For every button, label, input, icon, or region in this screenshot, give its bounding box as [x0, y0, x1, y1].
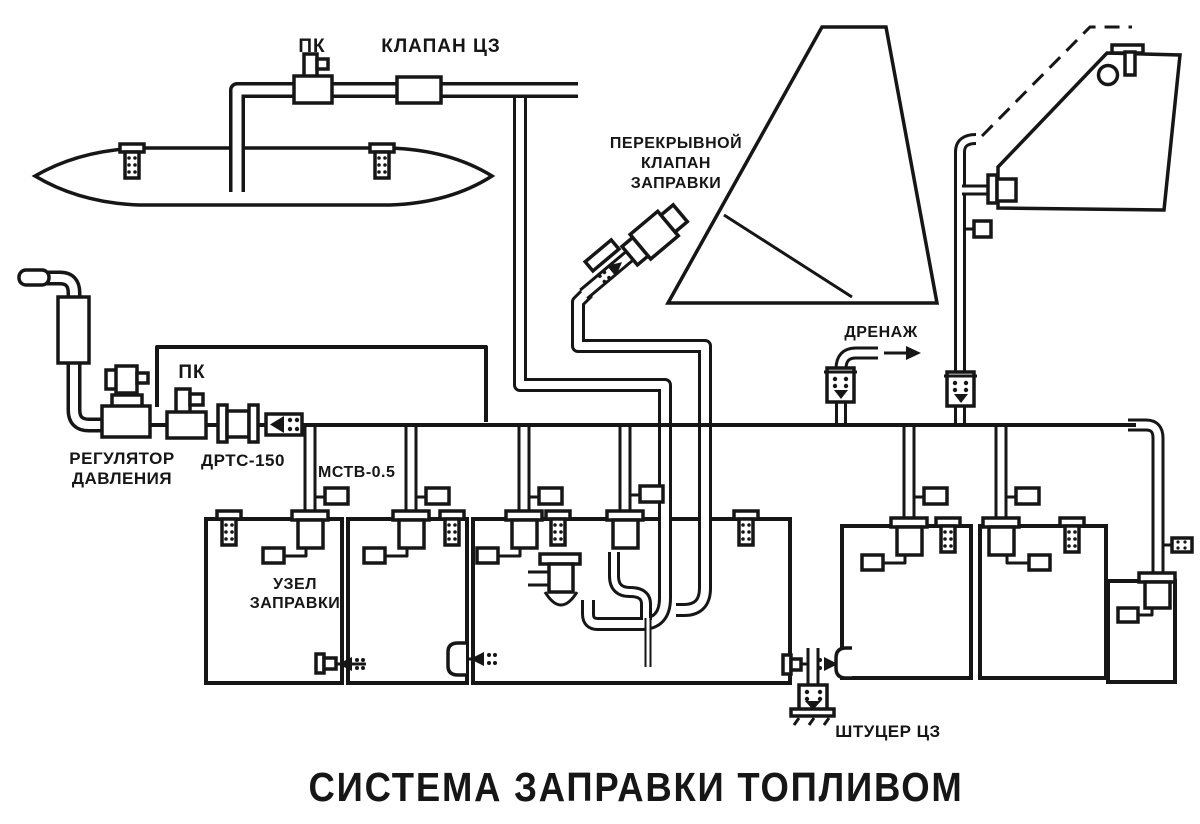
top-valves: [292, 52, 443, 105]
label-drain: ДРЕНАЖ: [844, 324, 917, 341]
label-regulator-line2: ДАВЛЕНИЯ: [72, 469, 172, 488]
nozzle-piping: [46, 270, 104, 433]
label-shtutser-cz: ШТУЦЕР ЦЗ: [835, 722, 940, 741]
drop-tank-outline: [31, 146, 496, 207]
klapan-cz-valve: [395, 75, 443, 105]
float-valve-assemblies: [261, 509, 1177, 624]
label-uzel-line2: ЗАПРАВКИ: [250, 595, 341, 612]
label-regulator-line1: РЕГУЛЯТОР: [69, 449, 174, 468]
pk-top-valve: [292, 74, 334, 105]
riser-float-boxes: [315, 219, 1041, 506]
tank-riser-pipes: [303, 418, 1165, 577]
pressure-regulator: [100, 404, 152, 439]
vent-tank3-mid: [544, 509, 572, 547]
wingtip-outlet: [986, 173, 1018, 205]
label-pk-left: ПК: [178, 362, 205, 383]
fin-shutoff-valve: [579, 202, 690, 300]
bypass-line: [155, 345, 488, 422]
center-feed-pipes: [513, 98, 712, 667]
manifold-right-elbow: [1128, 418, 1165, 577]
label-shutoff-valve-line1: ПЕРЕКРЫВНОЙ: [610, 133, 742, 152]
center-pump-unit: [528, 552, 582, 607]
drain-valve-left: [824, 366, 857, 404]
inline-check-valve: [264, 412, 304, 437]
drain-arrow-head: [906, 346, 921, 360]
wingtip-filler-neck: [1123, 50, 1137, 77]
nozzle-barrel: [56, 295, 91, 365]
diagram-title: СИСТЕМА ЗАПРАВКИ ТОПЛИВОМ: [309, 764, 964, 810]
wing-dashed-outline: [980, 25, 1132, 138]
vent-tank2: [438, 509, 466, 547]
transfer-t1-t2: [314, 652, 366, 675]
transfer-t3-t4: [781, 646, 852, 680]
wingtip-pipe-box: [972, 219, 993, 239]
refuel-train: [17, 268, 304, 444]
vent-tank4: [934, 516, 962, 554]
label-pk-top: ПК: [298, 36, 325, 57]
label-uzel-line1: УЗЕЛ: [273, 576, 317, 593]
vent-fittings: [118, 142, 1194, 554]
drts-flange-right: [247, 403, 260, 444]
vent-drop-1: [118, 142, 146, 180]
vent-tank3-right: [732, 509, 760, 547]
wingtip-port: [1096, 63, 1120, 87]
shtutser-cz-fitting: [789, 683, 836, 726]
pk-left-fitting: [174, 387, 192, 415]
pk-top-fitting: [302, 52, 319, 79]
label-mstv: МСТВ-0.5: [318, 464, 395, 481]
label-drts-150: ДРТС-150: [201, 451, 285, 470]
top-feed-pipe: [229, 82, 578, 192]
fin-outline: [665, 25, 940, 305]
transfer-t2-t3: [446, 641, 497, 677]
vent-tank1: [215, 509, 243, 547]
pk-left-valve: [165, 410, 208, 440]
label-shutoff-valve-line3: ЗАПРАВКИ: [631, 175, 722, 192]
label-klapan-cz: КЛАПАН ЦЗ: [381, 36, 501, 57]
vent-drop-2: [368, 142, 396, 180]
vent-manifold-leg: [1162, 536, 1194, 554]
label-shutoff-valve-line2: КЛАПАН: [641, 155, 711, 172]
drts-body: [225, 409, 251, 439]
vent-tank5: [1058, 516, 1086, 554]
labels: ПК КЛАПАН ЦЗ ПЕРЕКРЫВНОЙ КЛАПАН ЗАПРАВКИ…: [69, 36, 964, 810]
nozzle-tip: [17, 268, 51, 287]
drain-valve-right: [944, 370, 977, 408]
fin-rudder-line: [723, 213, 853, 299]
